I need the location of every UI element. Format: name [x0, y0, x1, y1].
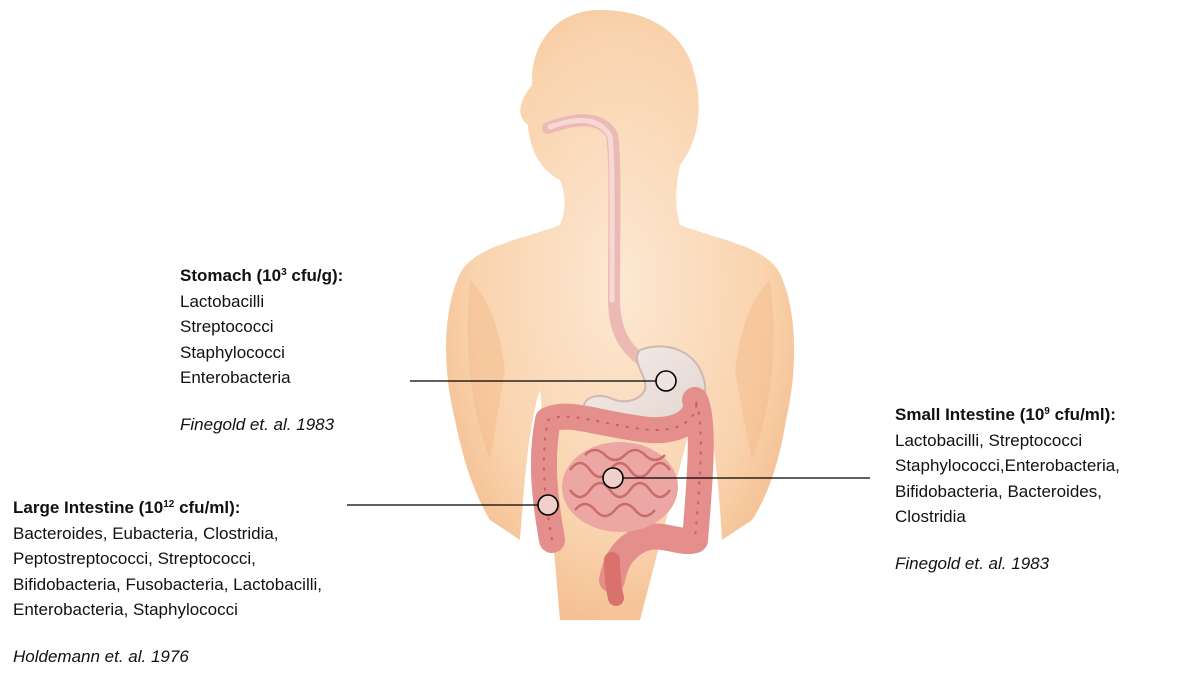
- stomach-organism: Staphylococci: [180, 340, 343, 366]
- large-intestine-heading-unit: cfu/ml):: [174, 498, 240, 517]
- large-intestine-pointer: [347, 495, 558, 515]
- stomach-organism: Enterobacteria: [180, 365, 343, 391]
- small-intestine-organism: Lactobacilli, Streptococci: [895, 428, 1120, 454]
- large-intestine-label-block: Large Intestine (1012 cfu/ml): Bacteroid…: [13, 495, 322, 669]
- large-intestine-organism: Enterobacteria, Staphylococci: [13, 597, 322, 623]
- large-intestine-heading-text: Large Intestine (10: [13, 498, 163, 517]
- stomach-organism: Streptococci: [180, 314, 343, 340]
- small-intestine-organism: Bifidobacteria, Bacteroides,: [895, 479, 1120, 505]
- stomach-heading-text: Stomach (10: [180, 266, 281, 285]
- stomach-citation: Finegold et. al. 1983: [180, 412, 343, 438]
- large-intestine-organism: Peptostreptococci, Streptococci,: [13, 546, 322, 572]
- stomach-heading: Stomach (103 cfu/g):: [180, 263, 343, 289]
- small-intestine-citation: Finegold et. al. 1983: [895, 551, 1120, 577]
- small-intestine-organism: Clostridia: [895, 504, 1120, 530]
- stomach-label-block: Stomach (103 cfu/g): Lactobacilli Strept…: [180, 263, 343, 437]
- small-intestine-heading-text: Small Intestine (10: [895, 405, 1044, 424]
- large-intestine-organism: Bacteroides, Eubacteria, Clostridia,: [13, 521, 322, 547]
- large-intestine-citation: Holdemann et. al. 1976: [13, 644, 322, 670]
- large-intestine-heading: Large Intestine (1012 cfu/ml):: [13, 495, 322, 521]
- small-intestine-heading: Small Intestine (109 cfu/ml):: [895, 402, 1120, 428]
- stomach-organism: Lactobacilli: [180, 289, 343, 315]
- large-intestine-marker: [538, 495, 558, 515]
- stomach-heading-unit: cfu/g):: [287, 266, 344, 285]
- large-intestine-organism: Bifidobacteria, Fusobacteria, Lactobacil…: [13, 572, 322, 598]
- small-intestine-organism: Staphylococci,Enterobacteria,: [895, 453, 1120, 479]
- large-intestine-heading-exponent: 12: [163, 499, 174, 510]
- small-intestine-marker: [603, 468, 623, 488]
- small-intestine-label-block: Small Intestine (109 cfu/ml): Lactobacil…: [895, 402, 1120, 576]
- small-intestine-organ: [562, 442, 678, 532]
- stomach-marker: [656, 371, 676, 391]
- small-intestine-heading-unit: cfu/ml):: [1050, 405, 1116, 424]
- rectum: [612, 560, 616, 598]
